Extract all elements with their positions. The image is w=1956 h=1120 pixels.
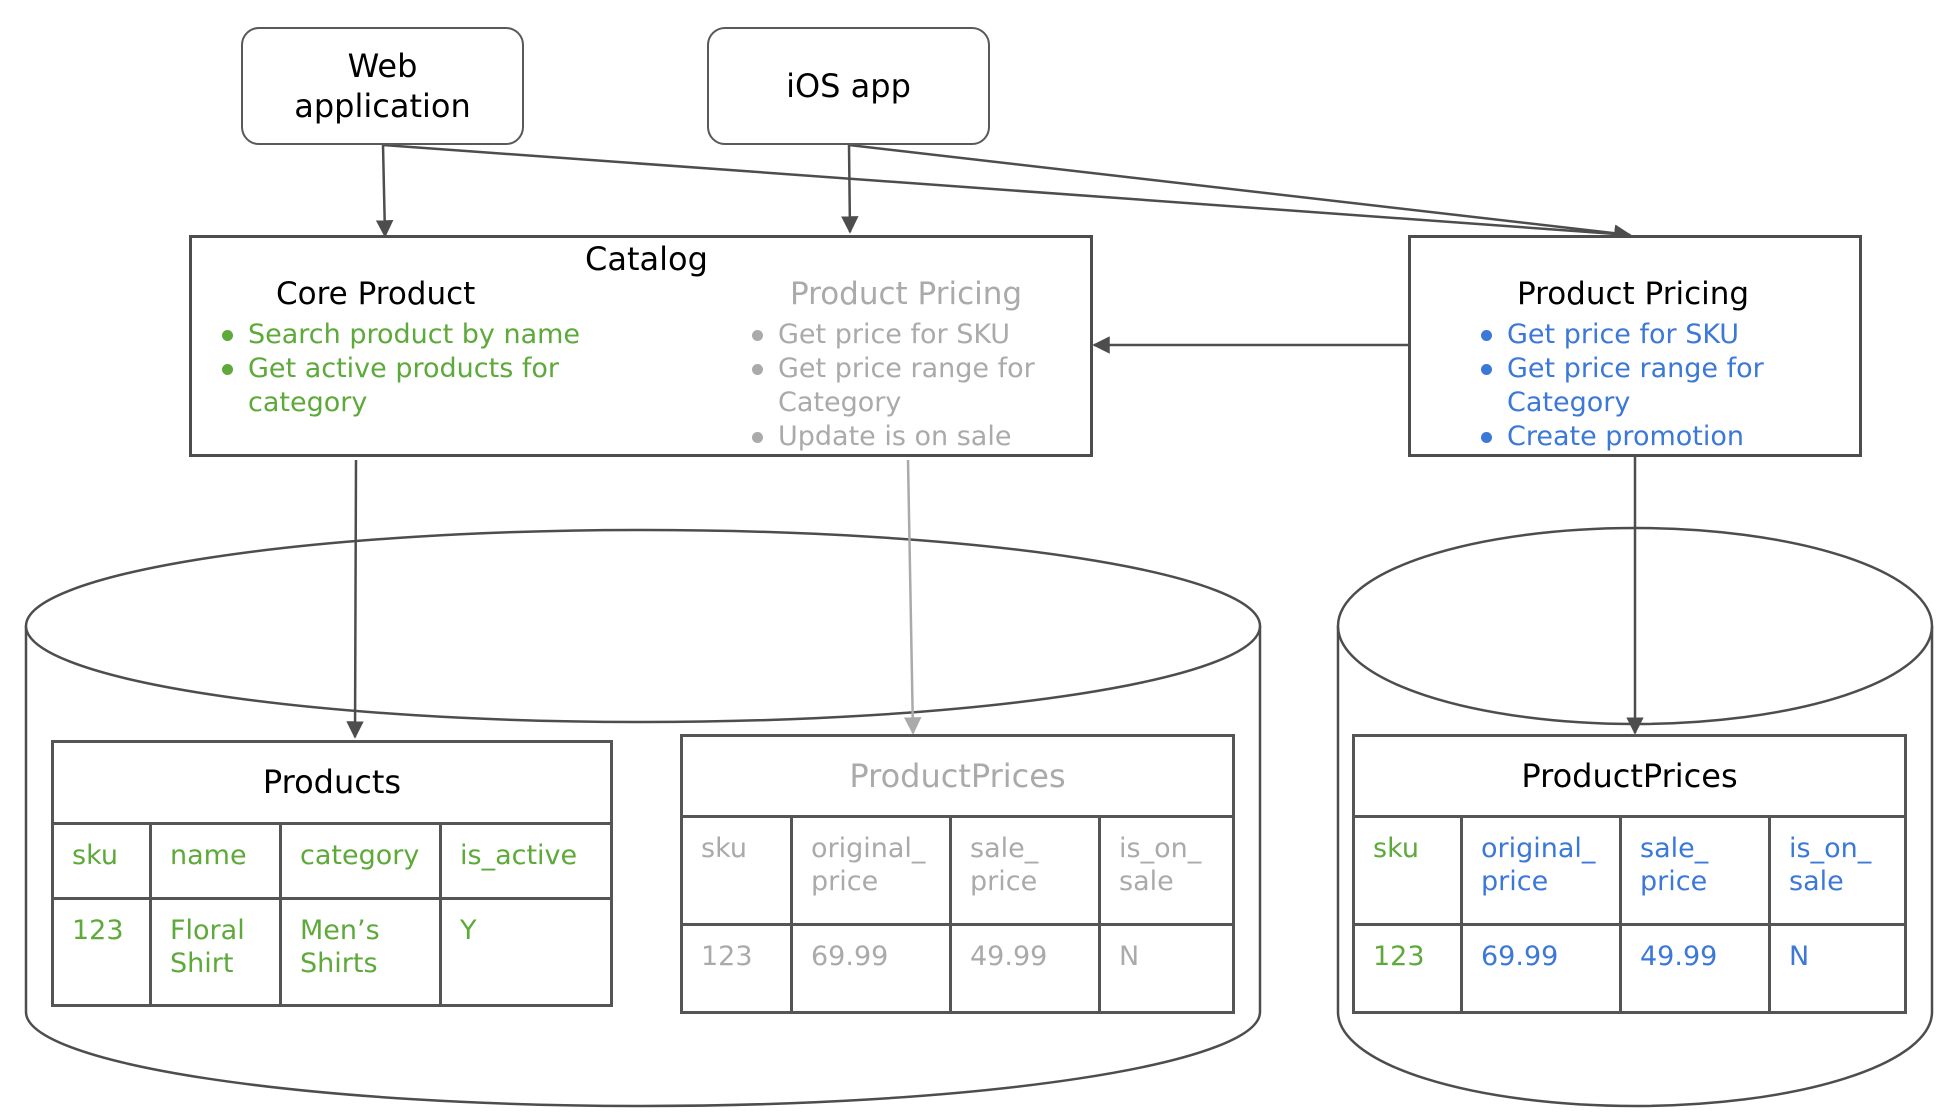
arrow-ios-to-pricing [848,143,1632,242]
arrow-web-to-catalog [375,144,394,238]
table-cell: N [1098,923,1235,1014]
column-header: category [279,822,442,900]
catalog-prices-header-row: sku original_ price sale_ price is_on_ s… [680,815,1235,926]
products-table-name: Products [51,740,613,825]
pricing-service-box[interactable]: Product Pricing Get price for SKU Get pr… [1408,235,1862,457]
ios-app-node[interactable]: iOS app [707,27,990,145]
catalog-service-box[interactable]: Catalog Core Product Search product by n… [189,235,1093,457]
legacy-pricing-features: Get price for SKU Get price range for Ca… [750,318,1035,454]
core-product-heading: Core Product [276,276,476,312]
feature-active-products: Get active products for category [220,352,580,420]
table-cell: Y [439,897,613,1007]
service-product-prices-table[interactable]: ProductPrices sku original_ price sale_ … [1352,734,1907,1014]
column-header: sku [1352,815,1463,926]
arrow-web-to-pricing [382,143,1632,243]
column-header: is_on_ sale [1768,815,1907,926]
column-header: sku [680,815,793,926]
column-header: sku [51,822,152,900]
column-header: original_ price [1460,815,1622,926]
column-header: sale_ price [1619,815,1771,926]
service-prices-header-row: sku original_ price sale_ price is_on_ s… [1352,815,1907,926]
pricing-service-features: Get price for SKU Get price range for Ca… [1479,318,1764,454]
web-application-node[interactable]: Web application [241,27,524,145]
table-row: 123 69.99 49.99 N [680,923,1235,1014]
column-header: is_on_ sale [1098,815,1235,926]
table-cell: 49.99 [1619,923,1771,1014]
table-cell: N [1768,923,1907,1014]
arrow-legacy-to-catalog-prices [903,459,922,735]
column-header: sale_ price [949,815,1101,926]
table-cell: Men’s Shirts [279,897,442,1007]
feature-legacy-price-range: Get price range for Category [750,352,1035,420]
feature-legacy-price-sku: Get price for SKU [750,318,1035,352]
column-header: original_ price [790,815,952,926]
column-header: name [149,822,282,900]
legacy-pricing-heading: Product Pricing [790,276,1023,312]
table-cell: 69.99 [1460,923,1622,1014]
catalog-prices-table-name: ProductPrices [680,734,1235,818]
feature-price-range: Get price range for Category [1479,352,1764,420]
web-application-label: Web application [294,47,471,125]
feature-create-promotion: Create promotion [1479,420,1764,454]
arrow-ios-to-catalog [841,144,859,234]
core-product-features: Search product by name Get active produc… [220,318,580,420]
pricing-service-heading: Product Pricing [1517,276,1750,312]
table-cell: 123 [51,897,152,1007]
products-header-row: sku name category is_active [51,822,613,900]
table-cell: 123 [1352,923,1463,1014]
service-prices-table-name: ProductPrices [1352,734,1907,818]
table-cell: 49.99 [949,923,1101,1014]
table-row: 123 Floral Shirt Men’s Shirts Y [51,897,613,1007]
catalog-title: Catalog [585,240,708,278]
table-cell: 123 [680,923,793,1014]
column-header: is_active [439,822,613,900]
catalog-product-prices-table[interactable]: ProductPrices sku original_ price sale_ … [680,734,1235,1014]
table-cell: 69.99 [790,923,952,1014]
table-row: 123 69.99 49.99 N [1352,923,1907,1014]
table-cell: Floral Shirt [149,897,282,1007]
feature-price-sku: Get price for SKU [1479,318,1764,352]
ios-app-label: iOS app [786,67,911,105]
feature-legacy-update-sale: Update is on sale [750,420,1035,454]
products-table[interactable]: Products sku name category is_active 123… [51,740,613,1007]
feature-search-product: Search product by name [220,318,580,352]
arrow-core-to-products [346,459,364,739]
